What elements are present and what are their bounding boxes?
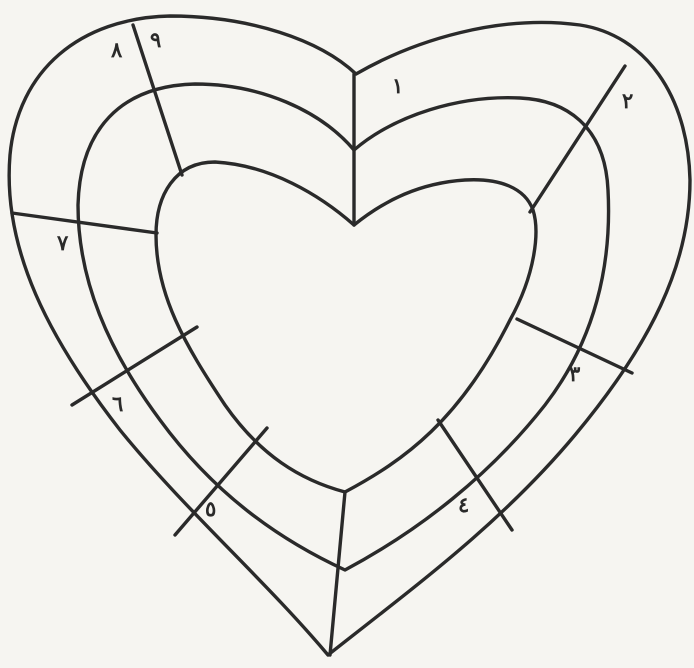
segment-number-9: ٩ [150,27,161,52]
segment-number-2: ٢ [622,88,633,113]
segment-number-6: ٦ [112,391,123,416]
segment-number-4: ٤ [458,492,469,517]
segment-number-1: ١ [392,73,403,98]
segment-number-5: ٥ [205,496,216,521]
segment-number-7: ٧ [56,230,69,255]
segment-number-8: ٨ [110,37,123,62]
segment-number-3: ٣ [569,361,581,386]
